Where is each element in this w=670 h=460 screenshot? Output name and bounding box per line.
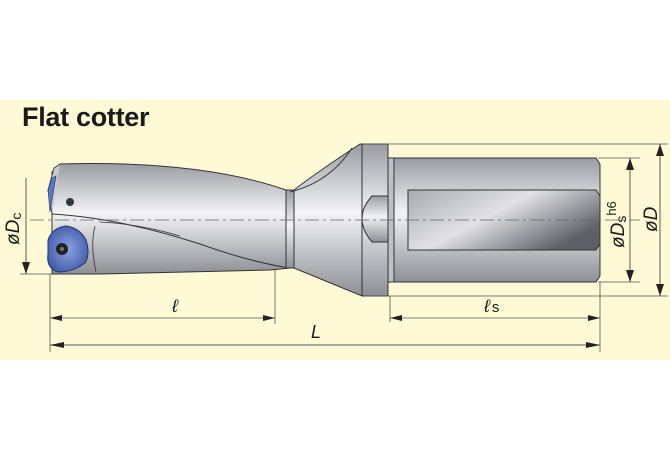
drawing-title: Flat cotter — [22, 102, 150, 132]
dimension-flange-diameter: øD — [641, 144, 664, 296]
dimension-cutting-diameter: øDc — [3, 178, 30, 274]
insert — [47, 175, 89, 273]
svg-text:L: L — [311, 322, 321, 342]
svg-text:ℓ: ℓ — [171, 296, 179, 316]
svg-text:øD: øD — [641, 206, 662, 232]
svg-text:ℓs: ℓs — [483, 296, 499, 316]
svg-text:øDsh6: øDsh6 — [604, 201, 629, 248]
flat-cotter-surface — [407, 189, 601, 251]
svg-text:øDc: øDc — [3, 213, 24, 245]
dimension-overall-length: L — [50, 322, 600, 348]
coolant-hole-icon — [66, 198, 74, 206]
dimension-usable-length: ℓ — [50, 296, 275, 321]
dimension-shank-diameter: øDsh6 — [604, 158, 634, 282]
shank — [387, 157, 601, 283]
